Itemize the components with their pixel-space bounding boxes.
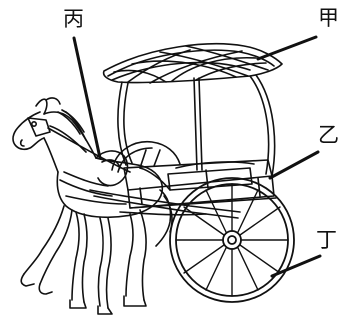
label-bing: 丙 (63, 7, 84, 31)
carriage-shafts (89, 189, 241, 219)
leader-line-bing (72, 36, 102, 160)
leader-line-ding (270, 254, 322, 278)
horse (12, 97, 173, 315)
canopy-pole (117, 74, 276, 177)
leader-line-jia (256, 35, 318, 61)
canopy (102, 43, 283, 84)
label-yi: 乙 (318, 123, 339, 147)
leader-line-yi (268, 150, 320, 180)
label-jia: 甲 (318, 6, 339, 30)
carriage-wheel (169, 177, 295, 303)
leader-lines (72, 35, 322, 278)
label-ding: 丁 (316, 228, 337, 252)
